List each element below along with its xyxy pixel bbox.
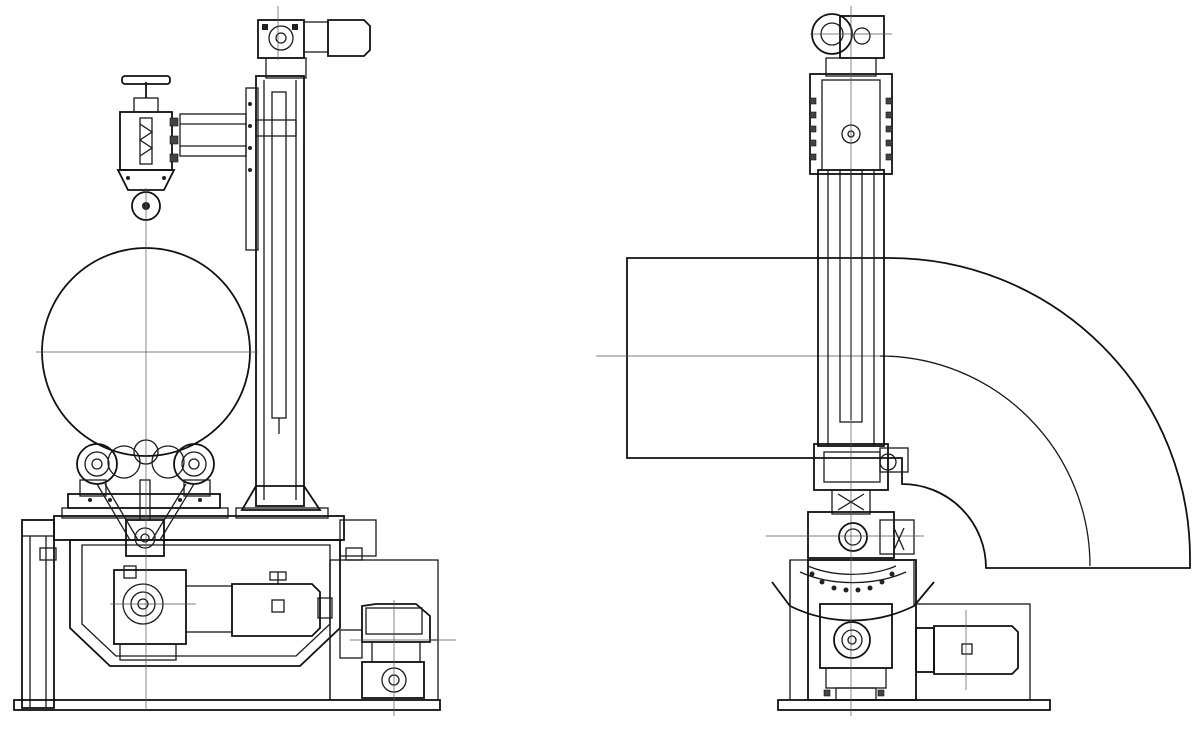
base-frame bbox=[13, 515, 441, 711]
front-centerlines bbox=[36, 6, 456, 716]
drive-motor bbox=[185, 571, 333, 637]
side-centerlines bbox=[766, 6, 967, 716]
column-bolts-right bbox=[885, 97, 893, 161]
side-view bbox=[596, 6, 1191, 716]
column-bolts-left bbox=[809, 97, 817, 161]
side-gear-reducer bbox=[339, 603, 438, 699]
front-view bbox=[13, 6, 456, 716]
roller-assembly bbox=[61, 439, 229, 557]
main-housing bbox=[69, 539, 341, 667]
pipe-elbow-workpiece bbox=[596, 257, 1191, 569]
rotating-sector bbox=[771, 559, 935, 622]
vertical-column bbox=[235, 75, 329, 519]
side-carriage bbox=[807, 443, 915, 559]
sector-teeth bbox=[809, 571, 895, 593]
side-top-drive bbox=[811, 13, 885, 77]
clamp-arm bbox=[179, 113, 247, 157]
upper-clamp bbox=[116, 75, 179, 221]
side-base bbox=[777, 559, 1051, 711]
drive-gearbox bbox=[113, 565, 187, 661]
column-top-drive bbox=[257, 19, 371, 79]
